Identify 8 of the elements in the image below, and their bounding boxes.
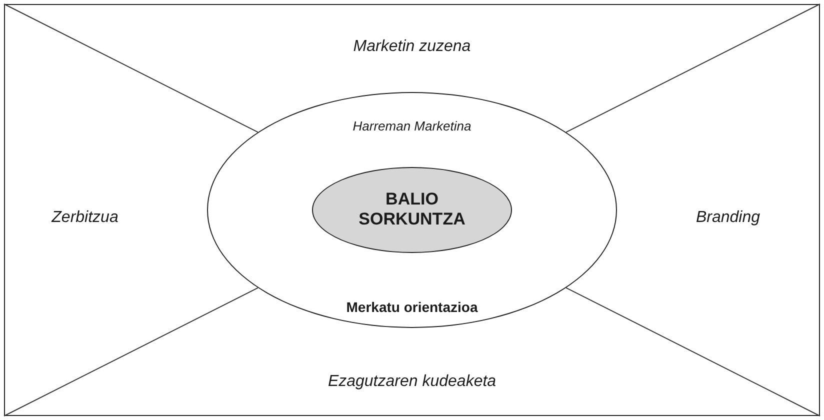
core-label: BALIO SORKUNTZA — [358, 190, 466, 230]
ring-label: Merkatu orientazioa — [346, 299, 478, 315]
quadrant-label: Ezagutzaren kudeaketa — [328, 373, 496, 391]
ring-label: Harreman Marketina — [352, 118, 472, 134]
quadrant-label: Branding — [696, 209, 760, 227]
quadrant-label: Zerbitzua — [52, 209, 118, 227]
quadrant-label: Marketin zuzena — [353, 38, 471, 56]
frame-box — [4, 4, 820, 416]
